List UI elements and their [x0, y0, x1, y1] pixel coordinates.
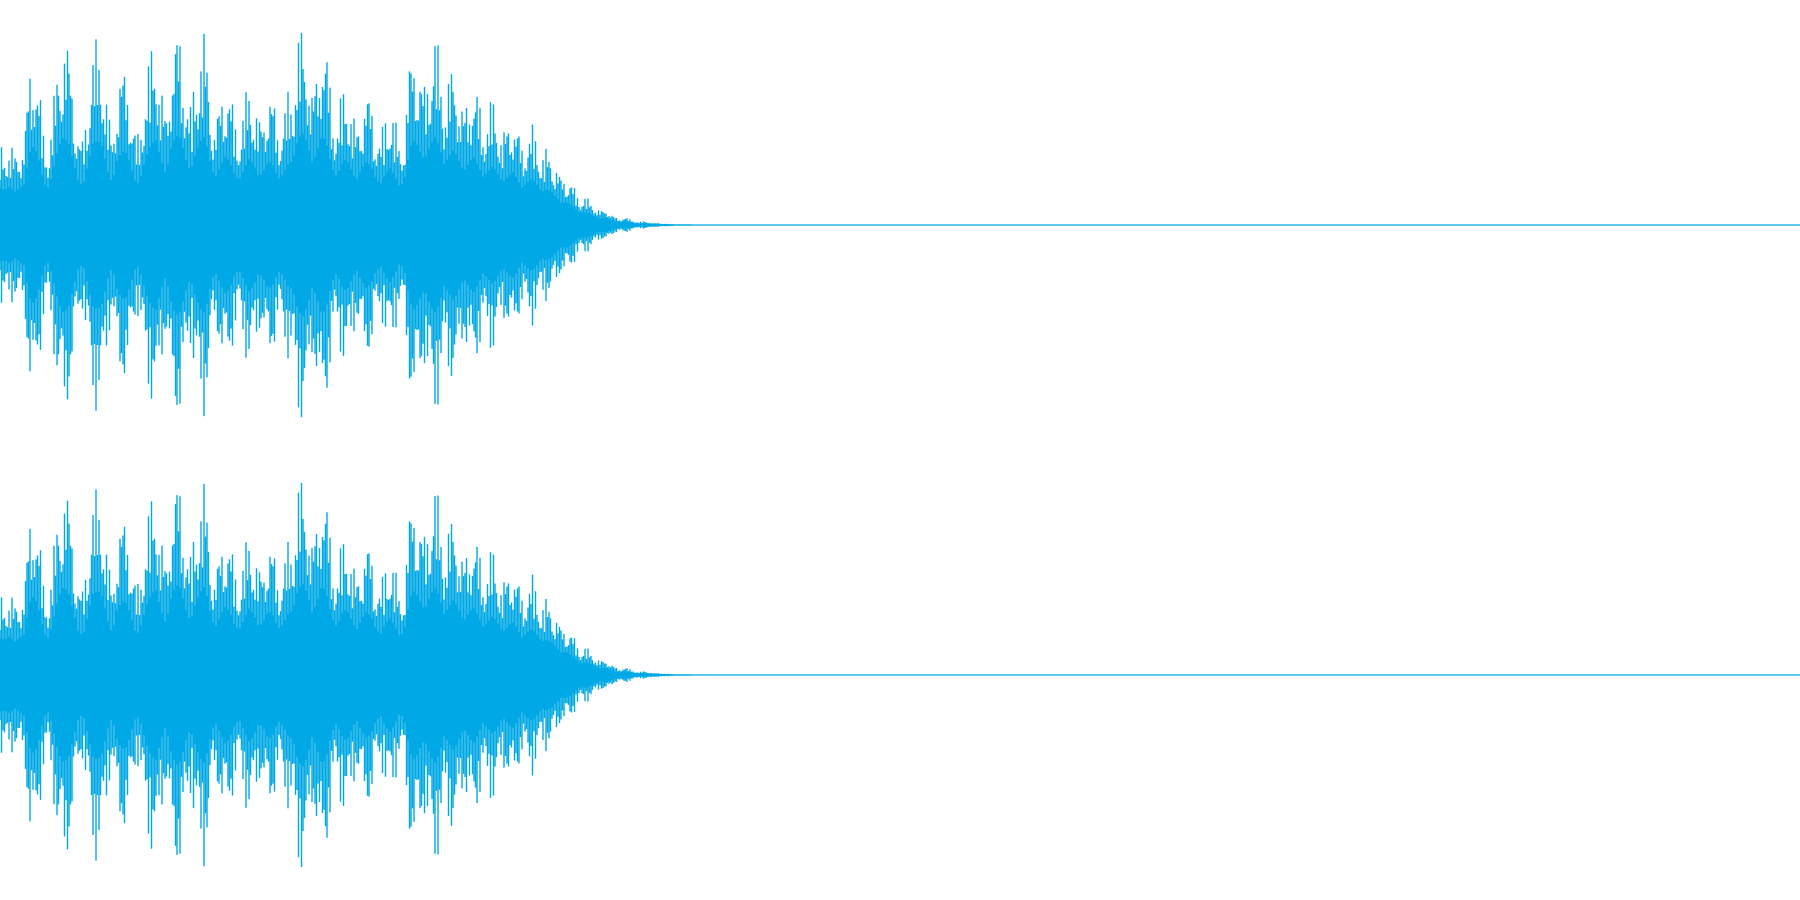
right-channel-waveform: [0, 482, 1800, 868]
left-channel-waveform: [0, 32, 1800, 418]
